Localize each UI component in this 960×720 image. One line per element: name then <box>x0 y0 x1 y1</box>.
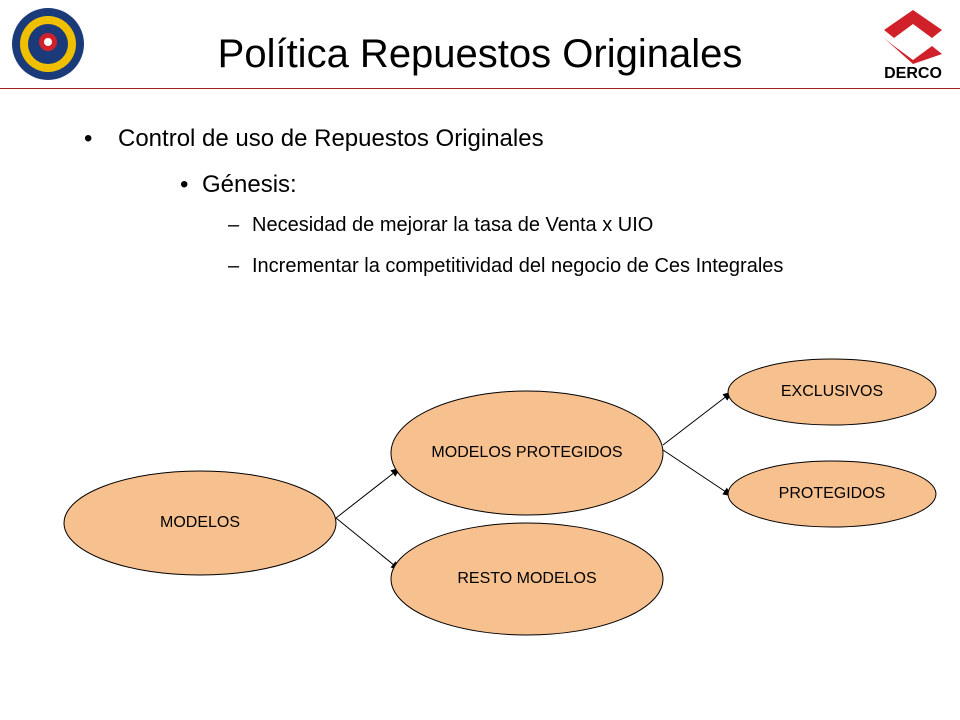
brand-text: DERCO <box>884 65 942 82</box>
edge-protegidos_modelos-to-exclusivos <box>662 391 733 446</box>
bullet-level2-text: Génesis: <box>202 171 297 198</box>
node-label-exclusivos: EXCLUSIVOS <box>780 383 884 400</box>
node-label-modelos: MODELOS <box>159 514 241 531</box>
node-exclusivos <box>727 358 937 426</box>
derco-logo-icon: DERCO <box>870 6 956 82</box>
sub-item-2: Incrementar la competitividad del negoci… <box>252 255 784 277</box>
title-rule <box>0 88 960 89</box>
badge-emblem-icon <box>10 6 86 82</box>
node-protegidos <box>727 460 937 528</box>
dash-2: – <box>228 255 240 277</box>
bullet-level1: • <box>84 125 93 152</box>
edge-modelos-to-protegidos_modelos <box>335 467 401 519</box>
bullet-level2: • <box>180 171 189 198</box>
node-label-modelos-protegidos: MODELOS PROTEGIDOS <box>431 444 623 461</box>
node-modelos <box>63 470 337 576</box>
node-label-resto-modelos: RESTO MODELOS <box>457 570 597 587</box>
dash-1: – <box>228 214 240 236</box>
bullet-level1-text: Control de uso de Repuestos Originales <box>118 125 544 152</box>
node-label-protegidos: PROTEGIDOS <box>778 485 886 502</box>
edge-modelos-to-resto <box>335 517 401 571</box>
edge-protegidos_modelos-to-protegidos <box>662 449 733 497</box>
page-title: Política Repuestos Originales <box>217 32 743 76</box>
node-protegidos_modelos <box>390 390 664 516</box>
sub-item-1: Necesidad de mejorar la tasa de Venta x … <box>252 214 654 236</box>
node-resto <box>390 522 664 636</box>
